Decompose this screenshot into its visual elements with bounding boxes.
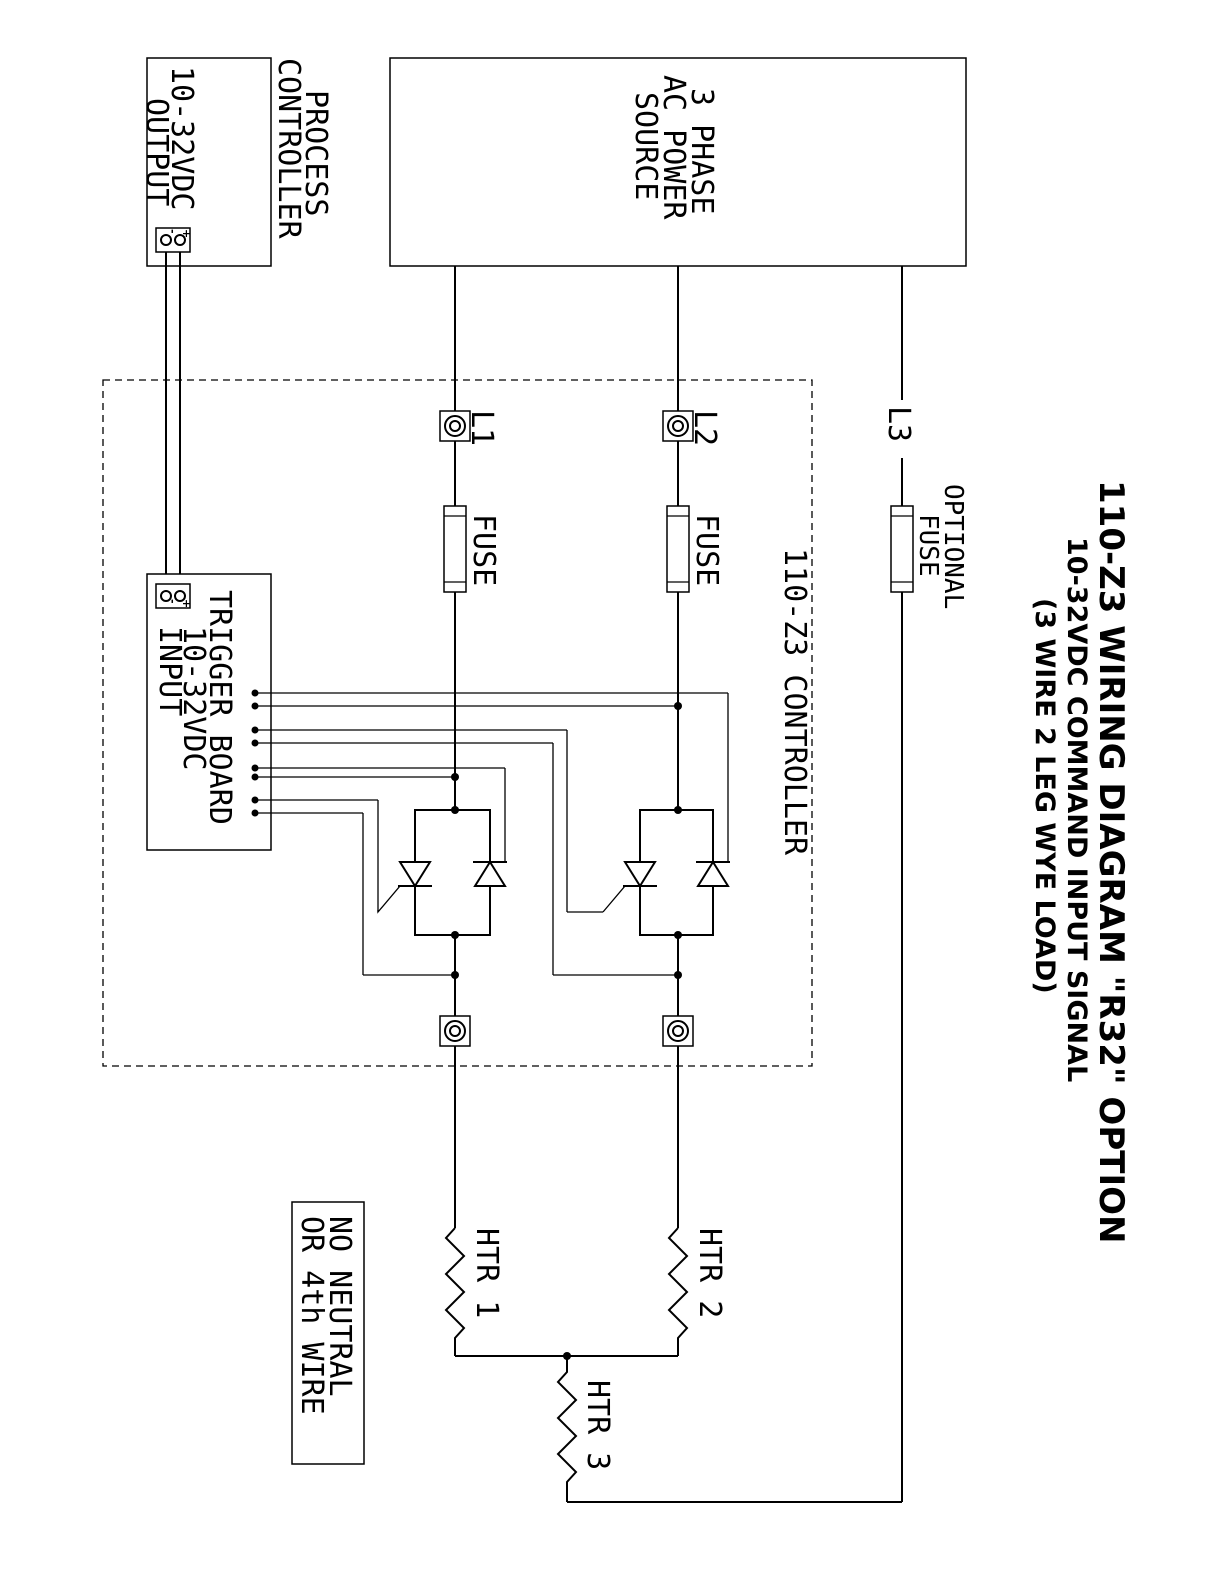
process-controller-terminal: + - <box>156 228 193 252</box>
scr-pair-l1 <box>255 768 507 975</box>
title-line-2: 10-32VDC COMMAND INPUT SIGNAL <box>1061 537 1092 1082</box>
label-optional-fuse: FUSE <box>913 514 943 577</box>
fuse-l3 <box>891 506 913 592</box>
diagram-title: 110-Z3 WIRING DIAGRAM "R32" OPTION 10-32… <box>1029 480 1131 1243</box>
trigger-board-line-3: INPUT <box>152 626 187 716</box>
trigger-board-minus: - <box>166 599 179 604</box>
heater-3 <box>558 1356 576 1502</box>
scr-pair-l2 <box>255 693 730 975</box>
fuse-l1 <box>444 506 466 592</box>
phase-l3-wiring <box>567 266 902 1502</box>
title-line-3: (3 WIRE 2 LEG WYE LOAD) <box>1029 598 1060 994</box>
fuse-l2 <box>667 506 689 592</box>
label-htr-2: HTR 2 <box>692 1228 727 1318</box>
process-controller-minus: - <box>166 229 179 234</box>
process-controller-line-4: OUTPUT <box>139 98 174 206</box>
heater-2 <box>669 1228 687 1356</box>
label-l2: L2 <box>687 410 722 446</box>
trigger-board-plus: + <box>180 599 193 608</box>
terminal-l2-out <box>663 1016 693 1046</box>
label-htr-3: HTR 3 <box>580 1380 615 1470</box>
label-fuse-1: FUSE <box>466 514 501 586</box>
label-l1: L1 <box>464 410 499 446</box>
process-controller-line-2: CONTROLLER <box>271 58 306 240</box>
title-line-1: 110-Z3 WIRING DIAGRAM "R32" OPTION <box>1091 480 1131 1243</box>
note-line-2: OR 4th WIRE <box>294 1216 329 1415</box>
label-fuse-2: FUSE <box>689 514 724 586</box>
controller-label: 110-Z3 CONTROLLER <box>777 548 812 856</box>
terminal-l1-out <box>440 1016 470 1046</box>
process-controller-plus: + <box>180 229 193 238</box>
label-htr-1: HTR 1 <box>469 1228 504 1318</box>
trigger-board-terminal: + - <box>156 584 193 608</box>
label-l3: L3 <box>881 406 916 442</box>
power-source-line-3: SOURCE <box>628 92 663 200</box>
heater-1 <box>446 1228 464 1356</box>
